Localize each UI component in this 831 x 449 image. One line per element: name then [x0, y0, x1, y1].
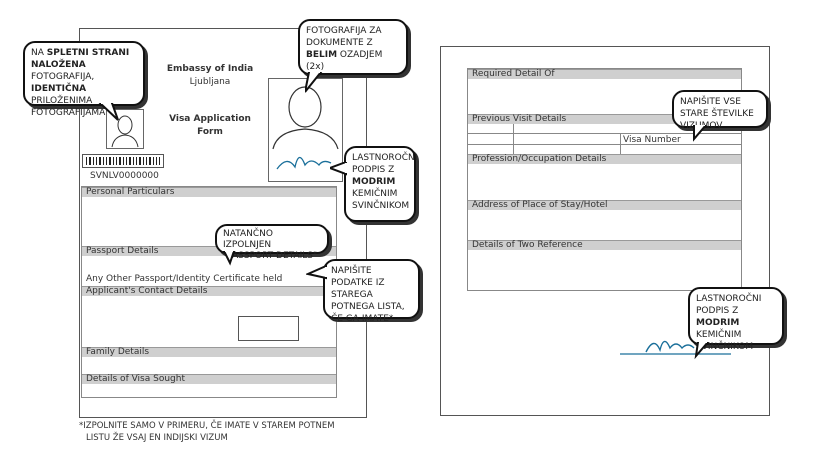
section-passport-details: Passport Details	[82, 246, 336, 256]
barcode-icon	[82, 154, 164, 168]
section-other-passport: Any Other Passport/Identity Certificate …	[86, 274, 283, 284]
callout-signature-page1: LASTNOROČNI PODPIS Z MODRIM KEMIČNIM SVI…	[344, 146, 417, 222]
signature-line	[618, 326, 733, 356]
section-address: Address of Place of Stay/Hotel	[468, 200, 741, 210]
section-required-detail: Required Detail Of	[468, 69, 741, 79]
contact-input-box[interactable]	[238, 316, 299, 341]
callout-old-passport: NAPIŠITE PODATKE IZ STAREGA POTNEGA LIST…	[323, 259, 420, 324]
visa-number-label: Visa Number	[623, 135, 681, 145]
barcode	[82, 153, 164, 168]
callout-document-photo: FOTOGRAFIJA ZA DOKUMENTE Z BELIM OZADJEM…	[298, 19, 408, 75]
callout-passport-details: NATANČNO IZPOLNJEN "PASSPORT DETAILS"	[215, 224, 329, 261]
callout-tail-icon	[305, 72, 323, 93]
signature-icon	[276, 156, 332, 170]
section-previous-visit: Previous Visit Details	[468, 114, 741, 124]
form-title-line2: Form	[197, 127, 223, 137]
callout-tail-icon	[306, 264, 328, 280]
footnote-line1: *IZPOLNITE SAMO V PRIMERU, ČE IMATE V ST…	[79, 421, 335, 431]
section-family-details: Family Details	[82, 347, 336, 357]
signature-icon	[620, 340, 731, 355]
section-personal-particulars: Personal Particulars	[82, 187, 336, 197]
large-photo	[268, 78, 343, 182]
form-title: Visa Application	[169, 114, 251, 124]
section-reference: Details of Two Reference	[468, 240, 741, 250]
callout-tail-icon	[694, 342, 710, 360]
callout-tail-icon	[222, 251, 236, 266]
section-contact-details: Applicant's Contact Details	[82, 286, 336, 296]
barcode-number: SVNLV0000000	[90, 171, 159, 181]
callout-tail-icon	[98, 103, 119, 121]
callout-web-photo: NA SPLETNI STRANI NALOŽENA FOTOGRAFIJA, …	[23, 41, 145, 118]
callout-signature-page2: LASTNOROČNI PODPIS Z MODRIM KEMIČNIM SVI…	[688, 287, 784, 352]
section-visa-sought: Details of Visa Sought	[82, 374, 336, 384]
footnote-line2: LISTU ŽE VSAJ EN INDIJSKI VIZUM	[86, 433, 228, 443]
embassy-name: Embassy of India	[166, 64, 254, 74]
person-silhouette-icon	[111, 115, 139, 148]
callout-visa-numbers: NAPIŠITE VSE STARE ŠTEVILKE VIZUMOV	[672, 90, 768, 131]
section-profession: Profession/Occupation Details	[468, 154, 741, 164]
embassy-city: Ljubljana	[189, 77, 231, 87]
callout-tail-icon	[693, 125, 708, 142]
callout-tail-icon	[330, 162, 349, 176]
